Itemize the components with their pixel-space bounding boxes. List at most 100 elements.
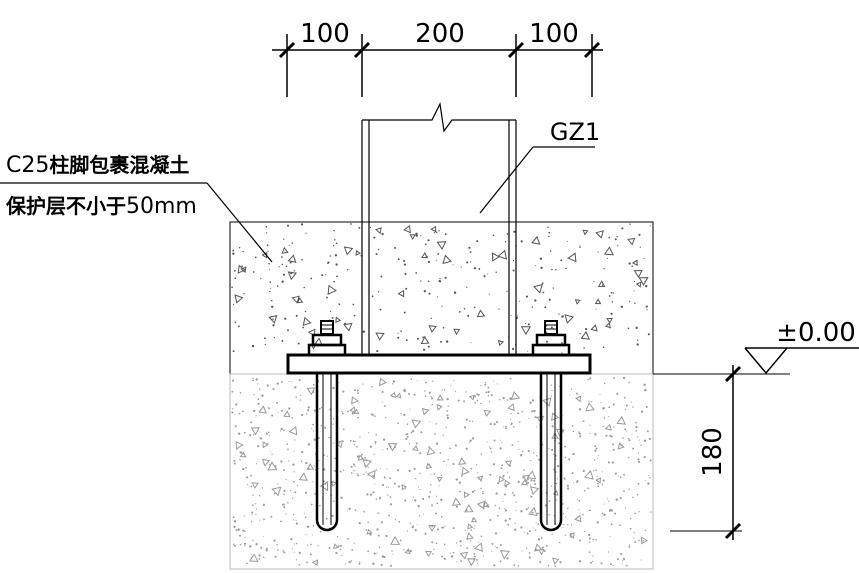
hatch-dot (617, 475, 619, 477)
hatch-dot (446, 397, 449, 401)
hatch-dot (479, 478, 481, 480)
hatch-dot (290, 538, 293, 541)
hatch-dot (422, 336, 425, 339)
hatch-dot (565, 267, 567, 270)
hatch-aggregate (537, 549, 545, 556)
hatch-dot (614, 238, 617, 241)
hatch-dot (601, 483, 604, 486)
hatch-dot (318, 459, 320, 462)
hatch-dot (591, 400, 593, 403)
top-dimension-chain (272, 34, 603, 97)
hatch-dot (441, 305, 443, 307)
hatch-dot (499, 560, 502, 563)
hatch-dot (373, 236, 376, 239)
hatch-dot (567, 507, 569, 510)
hatch-dot (430, 317, 432, 319)
hatch-dot (233, 462, 236, 465)
hatch-dot (369, 445, 372, 448)
hatch-aggregate (580, 331, 591, 340)
hatch-dot (419, 452, 422, 455)
hatch-dot (294, 386, 297, 389)
hatch-aggregate (421, 252, 429, 259)
steel-column (361, 102, 517, 355)
hatch-dot (592, 538, 594, 541)
hatch-dot (625, 404, 628, 407)
hatch-dot (299, 399, 302, 401)
hatch-dot (542, 291, 545, 294)
hatch-dot (471, 420, 474, 423)
hatch-dot (333, 280, 336, 283)
hatch-aggregate (332, 543, 339, 550)
hatch-dot (301, 450, 304, 454)
hatch-aggregate (568, 532, 575, 539)
hatch-dot (587, 533, 591, 537)
hatch-dot (319, 530, 322, 533)
hatch-dot (336, 535, 339, 538)
hatch-dot (410, 431, 413, 434)
hatch-dot (613, 426, 615, 428)
hatch-aggregate (362, 459, 373, 469)
hatch-dot (465, 447, 468, 450)
hatch-dot (576, 480, 579, 483)
hatch-dot (444, 276, 447, 279)
hatch-dot (404, 272, 407, 275)
hatch-dot (484, 381, 487, 384)
hatch-dot (457, 399, 460, 402)
hatch-dot (636, 493, 639, 496)
hatch-dot (356, 455, 359, 458)
hatch-aggregate (287, 254, 297, 263)
hatch-dot (548, 231, 550, 234)
hatch-dot (530, 484, 532, 486)
hatch-dot (349, 439, 352, 442)
hatch-dot (528, 552, 531, 554)
hatch-dot (266, 244, 269, 247)
hatch-dot (582, 420, 585, 423)
hatch-dot (305, 232, 307, 234)
hatch-dot (558, 438, 560, 440)
hatch-dot (578, 408, 582, 411)
hatch-dot (231, 286, 233, 289)
hatch-dot (235, 529, 238, 532)
hatch-dot (583, 489, 586, 492)
hatch-dot (348, 507, 351, 510)
hatch-dot (428, 391, 431, 394)
hatch-dot (403, 549, 405, 551)
hatch-dot (377, 291, 380, 293)
hatch-dot (300, 223, 304, 226)
hatch-dot (452, 527, 455, 530)
hatch-dot (393, 482, 396, 485)
hatch-dot (357, 474, 360, 477)
hatch-dot (272, 324, 275, 327)
hatch-dot (287, 502, 289, 504)
hatch-aggregate (311, 559, 319, 567)
hatch-dot (341, 412, 344, 415)
hatch-dot (312, 481, 314, 483)
hatch-dot (274, 555, 277, 558)
hatch-dot (352, 404, 354, 406)
hatch-dot (521, 450, 524, 453)
hatch-dot (587, 487, 589, 490)
hatch-dot (270, 299, 273, 302)
hatch-dot (620, 305, 623, 308)
hatch-dot (436, 502, 439, 505)
hatch-dot (601, 512, 604, 515)
hatch-dot (504, 241, 507, 243)
hatch-dot (268, 269, 270, 271)
hatch-dot (419, 472, 421, 475)
hatch-aggregate (409, 234, 416, 241)
hatch-aggregate (288, 425, 298, 436)
hatch-dot (410, 378, 413, 380)
hatch-dot (270, 287, 272, 289)
hatch-dot (364, 456, 366, 459)
hatch-dot (269, 290, 271, 293)
hatch-dot (487, 394, 490, 397)
hatch-dot (618, 524, 621, 527)
hatch-dot (595, 469, 597, 472)
hatch-dot (387, 487, 389, 489)
hatch-dot (365, 471, 367, 473)
hatch-aggregate (387, 443, 398, 452)
hatch-dot (288, 460, 290, 462)
hatch-dot (429, 421, 431, 423)
hatch-dot (251, 504, 254, 507)
hatch-dot (295, 542, 298, 545)
